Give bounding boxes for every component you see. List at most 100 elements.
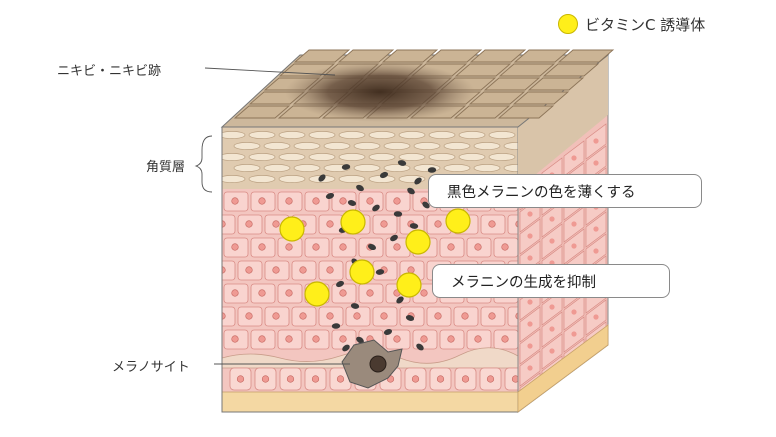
cell-nucleus xyxy=(527,299,533,305)
skin-cell xyxy=(222,214,236,235)
horny-cell xyxy=(222,131,246,139)
cell-nucleus xyxy=(593,138,599,144)
cell-nucleus xyxy=(549,348,555,354)
scale-tile xyxy=(454,63,512,77)
cell-nucleus xyxy=(299,312,307,320)
vitamin-c-particle xyxy=(405,229,431,255)
cell-nucleus xyxy=(286,375,295,383)
cell-nucleus xyxy=(339,197,347,205)
cell-nucleus xyxy=(311,375,320,383)
cell-nucleus xyxy=(272,266,280,274)
cell-nucleus xyxy=(593,160,599,166)
cell-nucleus xyxy=(353,312,361,320)
melanin-granule xyxy=(331,323,341,329)
cell-nucleus xyxy=(420,335,428,343)
scale-tile xyxy=(293,49,351,63)
cell-nucleus xyxy=(571,155,577,161)
vitamin-c-particle xyxy=(396,272,422,298)
cell-nucleus xyxy=(549,238,555,244)
melanocyte-cell xyxy=(341,339,403,389)
horny-cell xyxy=(368,131,396,139)
cell-nucleus xyxy=(515,220,518,228)
melanin-granule xyxy=(367,243,377,251)
horny-cell xyxy=(338,175,366,183)
cell-nucleus xyxy=(231,289,239,297)
horny-cell xyxy=(473,164,501,172)
horny-cell xyxy=(503,142,518,150)
leader-lines xyxy=(194,67,350,365)
callout-suppress-melanin: メラニンの生成を抑制 xyxy=(432,264,670,298)
horny-cell xyxy=(278,153,306,161)
melanin-granule xyxy=(414,177,422,185)
melanin-granule xyxy=(375,269,385,275)
cell-nucleus xyxy=(571,243,577,249)
cell-nucleus xyxy=(447,243,455,251)
horny-cell xyxy=(458,131,486,139)
horny-cell xyxy=(488,153,516,161)
melanin-granule xyxy=(347,200,357,206)
scale-tile xyxy=(233,105,291,119)
horny-cell xyxy=(338,153,366,161)
melanin-granule xyxy=(356,336,364,344)
cell-nucleus xyxy=(222,312,226,320)
legend: ビタミンC 誘導体 xyxy=(558,12,705,36)
melanin-granule xyxy=(390,234,398,242)
melanin-granule xyxy=(356,184,364,192)
melanin-granule xyxy=(383,329,393,335)
horny-cell xyxy=(428,131,456,139)
cell-nucleus xyxy=(511,375,518,383)
cell-nucleus xyxy=(434,220,442,228)
cell-nucleus xyxy=(272,220,280,228)
melanin-granule xyxy=(336,280,344,288)
skin-cell xyxy=(222,260,236,281)
cell-nucleus xyxy=(312,243,320,251)
horny-cell xyxy=(488,131,516,139)
horny-cell xyxy=(353,164,381,172)
horny-cell xyxy=(458,153,486,161)
scale-tile xyxy=(453,105,511,119)
melanin-granule xyxy=(379,171,389,179)
cell-nucleus xyxy=(474,335,482,343)
melanin-granule xyxy=(396,296,404,304)
cell-nucleus xyxy=(436,375,445,383)
cell-nucleus xyxy=(258,289,266,297)
side-face xyxy=(517,53,609,413)
horny-cell xyxy=(248,175,276,183)
vitamin-c-legend-label: ビタミンC 誘導体 xyxy=(585,15,706,34)
melanin-granule xyxy=(341,164,351,170)
cell-nucleus xyxy=(339,335,347,343)
cell-nucleus xyxy=(285,197,293,205)
vitamin-c-particle xyxy=(304,281,330,307)
melanin-granule xyxy=(325,193,335,199)
horny-cell xyxy=(413,142,441,150)
scale-tile xyxy=(498,63,556,77)
horny-cell xyxy=(383,142,411,150)
cell-nucleus xyxy=(571,331,577,337)
cell-nucleus xyxy=(258,335,266,343)
horny-cell xyxy=(233,164,261,172)
cell-nucleus xyxy=(312,335,320,343)
cell-nucleus xyxy=(593,248,599,254)
horny-cell xyxy=(443,142,471,150)
horny-cell xyxy=(323,142,351,150)
cell-nucleus xyxy=(339,289,347,297)
cell-nucleus xyxy=(411,375,420,383)
horny-cell xyxy=(338,131,366,139)
cell-nucleus xyxy=(231,197,239,205)
horny-cell xyxy=(248,131,276,139)
cell-nucleus xyxy=(474,243,482,251)
scale-tile xyxy=(513,49,571,63)
horny-cell xyxy=(383,164,411,172)
horny-cell xyxy=(428,153,456,161)
scale-tile xyxy=(557,49,615,63)
cell-nucleus xyxy=(222,266,226,274)
cell-nucleus xyxy=(486,375,495,383)
cell-nucleus xyxy=(488,220,496,228)
cell-nucleus xyxy=(285,335,293,343)
cell-nucleus xyxy=(447,335,455,343)
cell-nucleus xyxy=(527,211,533,217)
horny-cell xyxy=(398,131,426,139)
cell-nucleus xyxy=(245,312,253,320)
cell-nucleus xyxy=(245,220,253,228)
horny-cell xyxy=(293,164,321,172)
